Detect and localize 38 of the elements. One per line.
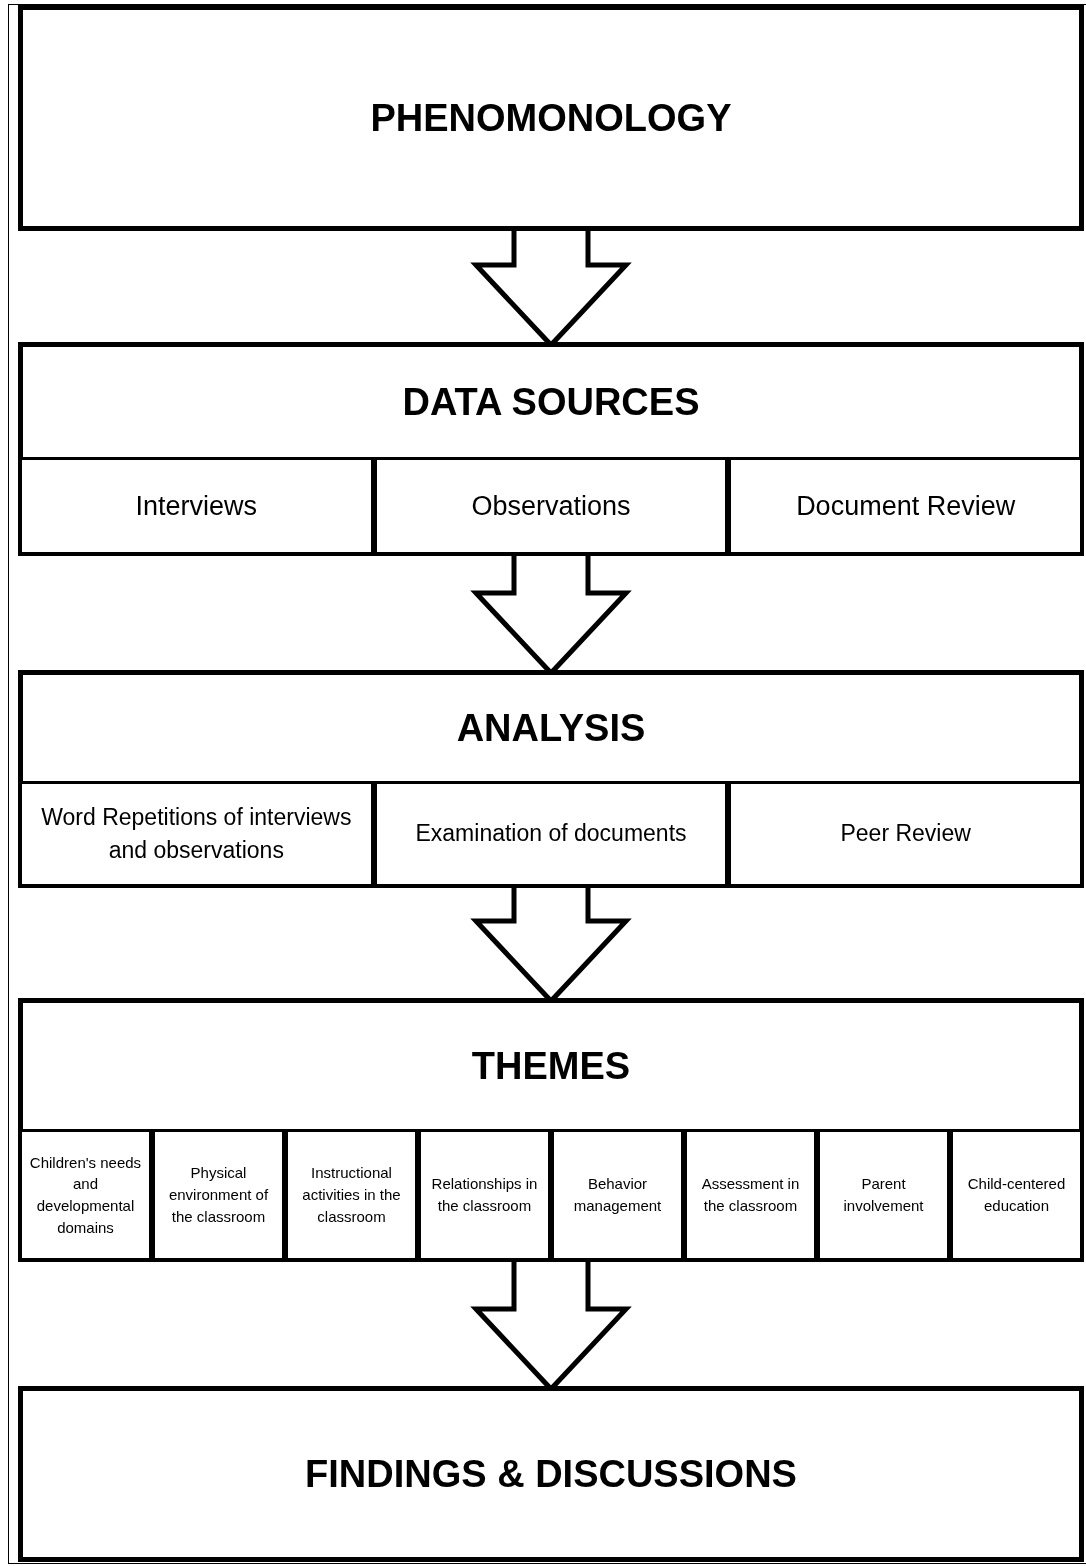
stage-box — [18, 670, 1084, 888]
theme-box — [684, 1129, 817, 1261]
stage-heading: DATA SOURCES — [402, 379, 700, 425]
stage-box — [18, 998, 1084, 1262]
stage-box — [18, 5, 1084, 231]
source-box — [373, 457, 729, 555]
theme-box — [285, 1129, 418, 1261]
theme-box — [152, 1129, 285, 1261]
theme-box — [418, 1129, 551, 1261]
box-label: Interviews — [135, 489, 258, 523]
theme-box — [950, 1129, 1083, 1261]
stage-box — [18, 342, 1084, 556]
theme-box — [817, 1129, 950, 1261]
box-label: Observations — [471, 489, 631, 523]
box-label: Parent involvement — [842, 1174, 925, 1216]
box-label: Instructional activities in the classroom — [301, 1163, 402, 1227]
box-label: Physical environment of the classroom — [167, 1163, 270, 1227]
box-label: Relationships in the classroom — [430, 1174, 539, 1216]
stage-heading: ANALYSIS — [456, 705, 646, 751]
analysis-box — [373, 781, 729, 887]
box-label: Behavior management — [572, 1174, 663, 1216]
analysis-box — [19, 781, 374, 887]
stage-heading: FINDINGS & DISCUSSIONS — [305, 1451, 797, 1497]
stage-box — [18, 1386, 1084, 1562]
stage-heading: PHENOMONOLOGY — [370, 95, 732, 141]
source-box — [728, 457, 1083, 555]
box-label: Children's needs and developmental domains — [28, 1152, 143, 1238]
stage-heading: THEMES — [471, 1043, 631, 1089]
box-label: Word Repetitions of interviews and observations — [40, 802, 353, 865]
analysis-box — [728, 781, 1083, 887]
box-label: Document Review — [796, 489, 1016, 523]
box-label: Peer Review — [840, 819, 971, 849]
box-label: Assessment in the classroom — [700, 1174, 801, 1216]
theme-box — [551, 1129, 684, 1261]
box-label: Examination of documents — [415, 819, 687, 849]
theme-box — [19, 1129, 152, 1261]
box-label: Child-centered education — [966, 1174, 1067, 1216]
source-box — [19, 457, 374, 555]
